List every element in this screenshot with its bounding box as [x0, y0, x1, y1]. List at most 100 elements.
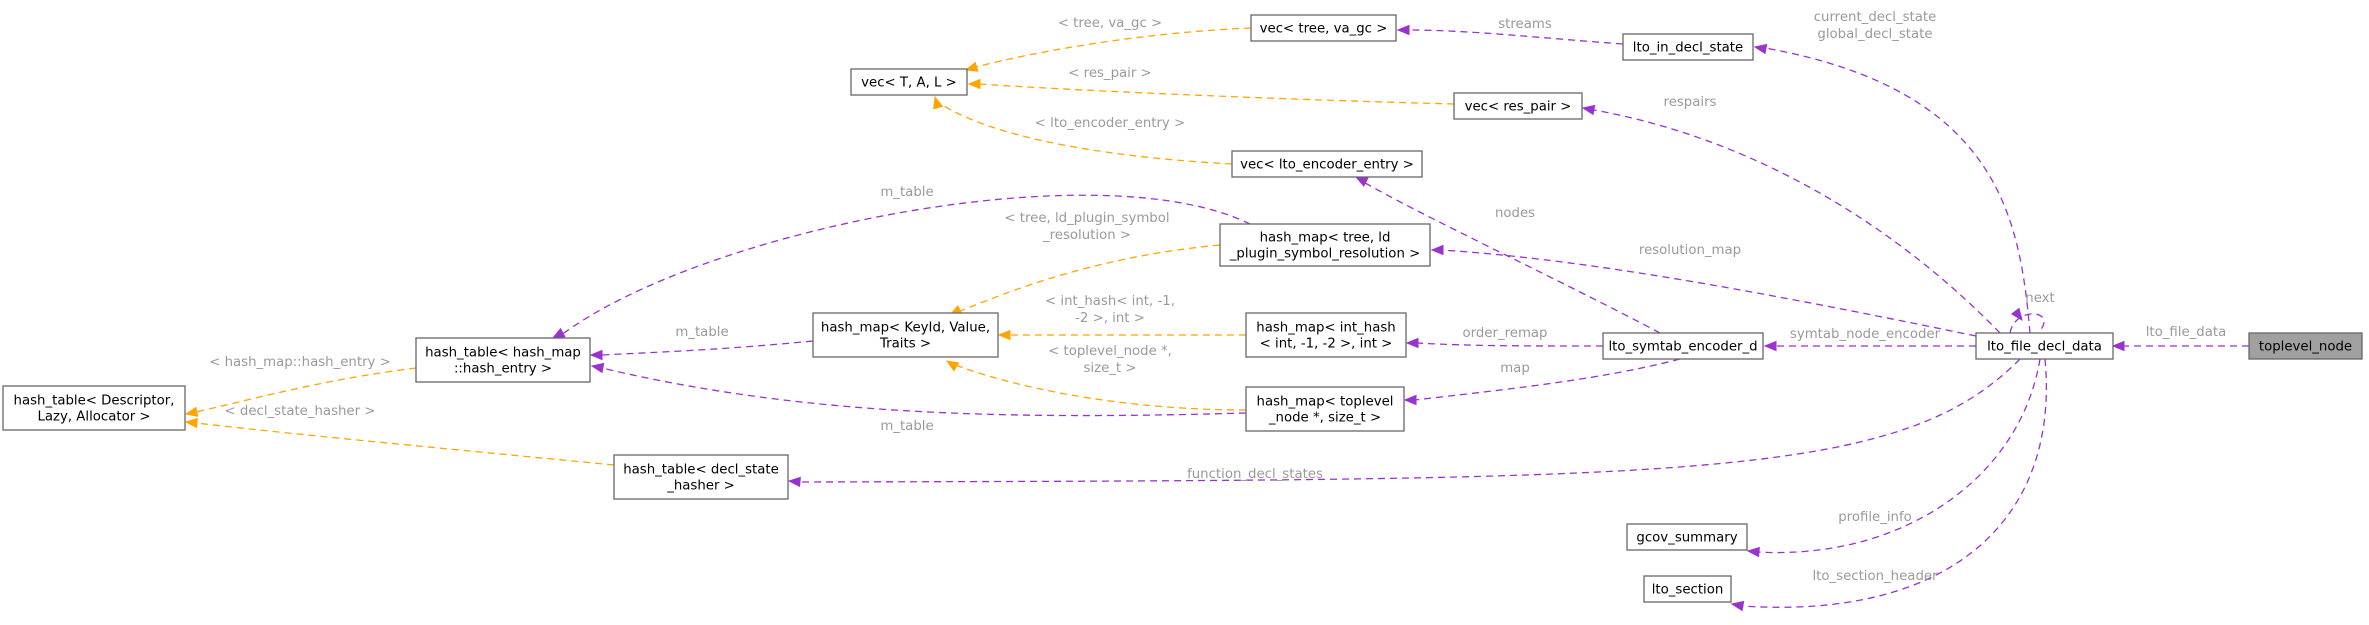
- diagram-edges: [184, 24, 2249, 612]
- arrowhead-lto_encoder_entry: [933, 95, 944, 110]
- node-box: [613, 454, 789, 500]
- node-lto-symtab-encoder-d[interactable]: lto_symtab_encoder_d: [1602, 332, 1764, 360]
- node-box: [415, 337, 591, 383]
- edge-respairs: [1593, 109, 2001, 334]
- node-box: [850, 68, 968, 96]
- edge-label-int_hash: -2 >, int >: [1075, 311, 1145, 326]
- node-lto-file-decl-data[interactable]: lto_file_decl_data: [1975, 332, 2114, 360]
- edge-label-streams: streams: [1498, 17, 1552, 32]
- node-label: hash_map< int_hash: [1256, 321, 1395, 336]
- edge-decl_state: [1764, 47, 2031, 334]
- edge-function_decl_states: [799, 358, 2021, 483]
- node-label: _node *, size_t >: [1268, 411, 1381, 426]
- edge-label-resolution_map: resolution_map: [1639, 243, 1741, 258]
- node-vec-res-pair[interactable]: vec< res_pair >: [1453, 92, 1583, 120]
- edge-m_table_mid: [601, 340, 814, 356]
- node-box: [1626, 523, 1748, 551]
- node-box: [1602, 332, 1764, 360]
- node-toplevel-node[interactable]: toplevel_node: [2248, 332, 2363, 360]
- node-box: [1219, 223, 1431, 267]
- node-hash-table-hash-map[interactable]: hash_table< hash_map::hash_entry >: [415, 337, 591, 383]
- arrowhead-order_remap: [1405, 337, 1419, 349]
- edge-res_pair: [978, 83, 1455, 105]
- node-label: hash_map< tree, ld: [1260, 231, 1391, 246]
- node-hash-map-tree-ld[interactable]: hash_map< tree, ld_plugin_symbol_resolut…: [1219, 223, 1431, 267]
- edge-nodes: [1359, 179, 1661, 334]
- node-vec-tree-va-gc[interactable]: vec< tree, va_gc >: [1250, 14, 1397, 42]
- edge-tree_ld_plugin: [954, 244, 1221, 314]
- node-label: hash_map< KeyId, Value,: [821, 321, 990, 336]
- node-gcov-summary[interactable]: gcov_summary: [1626, 523, 1748, 551]
- arrowhead-function_decl_states: [787, 476, 801, 488]
- node-hash-map-toplevel[interactable]: hash_map< toplevel_node *, size_t >: [1245, 386, 1405, 432]
- node-label: _plugin_symbol_resolution >: [1229, 247, 1420, 262]
- edge-label-hash_map_hash_entry: < hash_map::hash_entry >: [209, 355, 391, 370]
- diagram-edge-labels: lto_file_datanextcurrent_decl_stategloba…: [209, 10, 2226, 584]
- node-label: hash_table< Descriptor,: [14, 394, 175, 409]
- node-label: hash_map< toplevel: [1257, 395, 1394, 410]
- node-hash-map-int-hash[interactable]: hash_map< int_hash< int, -1, -2 >, int >: [1245, 312, 1407, 358]
- node-label: Lazy, Allocator >: [37, 410, 150, 425]
- arrowhead-res_pair: [967, 78, 981, 90]
- node-box: [1643, 575, 1732, 603]
- arrowhead-map: [1403, 394, 1417, 406]
- edge-label-map: map: [1500, 361, 1530, 376]
- edge-label-respairs: respairs: [1664, 95, 1717, 110]
- arrowhead-tree_va_gc: [964, 61, 979, 72]
- node-box: [1231, 150, 1423, 178]
- edge-next: [2009, 313, 2045, 334]
- arrowhead-int_hash: [997, 329, 1011, 341]
- arrowhead-m_table_low: [590, 362, 605, 374]
- node-label: Traits >: [879, 337, 931, 352]
- node-label: vec< tree, va_gc >: [1260, 22, 1388, 37]
- edge-label-toplevel_size_t: < toplevel_node *,: [1048, 344, 1172, 359]
- node-label: hash_table< hash_map: [425, 346, 581, 361]
- node-box: [1453, 92, 1583, 120]
- arrowhead-decl_state_hasher: [184, 417, 198, 429]
- edge-label-toplevel_size_t: size_t >: [1083, 361, 1136, 376]
- edge-label-int_hash: < int_hash< int, -1,: [1045, 294, 1175, 309]
- edge-decl_state_hasher: [195, 422, 615, 466]
- node-label: _hasher >: [666, 479, 735, 494]
- node-box: [1975, 332, 2114, 360]
- node-vec-T-A-L[interactable]: vec< T, A, L >: [850, 68, 968, 96]
- node-lto-section[interactable]: lto_section: [1643, 575, 1732, 603]
- arrowhead-symtab_node_encoder: [1763, 340, 1777, 352]
- arrowhead-m_table_top: [551, 327, 566, 339]
- edge-label-next: next: [2025, 291, 2054, 306]
- node-label: hash_table< decl_state: [623, 463, 779, 478]
- arrowhead-lto_file_data: [2111, 340, 2125, 352]
- node-lto-in-decl-state[interactable]: lto_in_decl_state: [1622, 33, 1754, 61]
- node-hash-table-decl-state[interactable]: hash_table< decl_state_hasher >: [613, 454, 789, 500]
- edge-label-lto_file_data: lto_file_data: [2146, 325, 2227, 340]
- edge-label-function_decl_states: function_decl_states: [1187, 467, 1323, 482]
- node-box: [812, 312, 999, 358]
- arrowhead-nodes: [1354, 176, 1369, 187]
- node-vec-lto-encoder-entry[interactable]: vec< lto_encoder_entry >: [1231, 150, 1423, 178]
- node-box: [1622, 33, 1754, 61]
- node-label: lto_file_decl_data: [1987, 340, 2102, 355]
- node-hash-map-keyid[interactable]: hash_map< KeyId, Value,Traits >: [812, 312, 999, 358]
- edge-label-tree_va_gc: < tree, va_gc >: [1058, 16, 1162, 31]
- edge-label-tree_ld_plugin: < tree, ld_plugin_symbol: [1004, 211, 1169, 226]
- edge-map: [1414, 358, 1681, 401]
- arrowhead-lto_section_header: [1730, 600, 1745, 612]
- node-box: [1245, 386, 1405, 432]
- arrowhead-resolution_map: [1430, 244, 1444, 256]
- node-label: vec< lto_encoder_entry >: [1240, 158, 1414, 173]
- edge-m_table_top: [559, 194, 1251, 337]
- arrowhead-hash_map_hash_entry: [184, 406, 199, 417]
- node-label: < int, -1, -2 >, int >: [1260, 337, 1393, 352]
- node-hash-table-descriptor[interactable]: hash_table< Descriptor,Lazy, Allocator >: [2, 385, 186, 431]
- node-box: [1250, 14, 1397, 42]
- arrowhead-profile_info: [1746, 546, 1760, 558]
- arrowhead-respairs: [1581, 104, 1596, 116]
- edge-toplevel_size_t: [949, 362, 1247, 411]
- edge-profile_info: [1757, 358, 2041, 554]
- node-label: lto_in_decl_state: [1633, 41, 1743, 56]
- arrowhead-m_table_mid: [589, 349, 603, 361]
- edge-label-nodes: nodes: [1495, 206, 1535, 221]
- node-label: lto_symtab_encoder_d: [1608, 340, 1757, 355]
- edge-label-m_table_low: m_table: [880, 419, 933, 434]
